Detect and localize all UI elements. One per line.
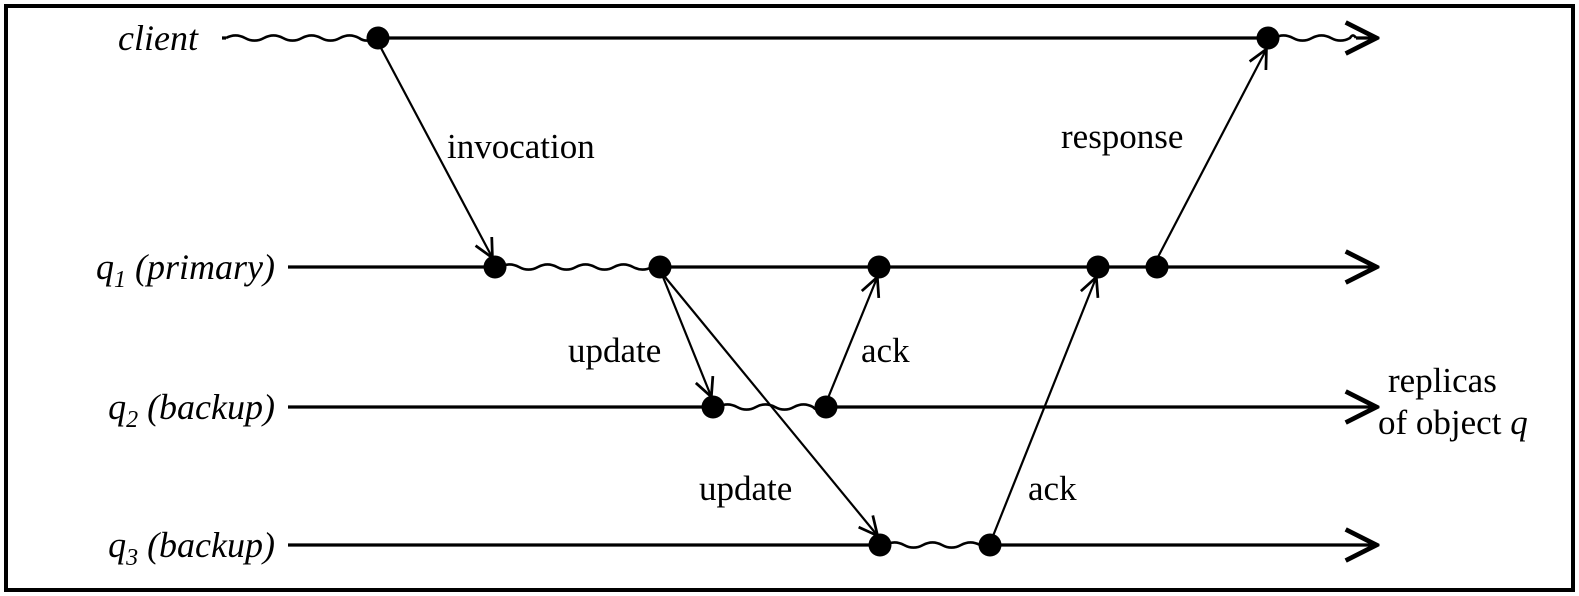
message-label-ack-q2: ack — [861, 331, 910, 370]
wavy-segment-q2-0 — [717, 403, 823, 411]
event-dot-q1-2[interactable] — [648, 255, 672, 279]
message-label-update-q3: update — [699, 469, 792, 508]
message-update-q3: update — [664, 276, 877, 535]
event-dot-q3-1[interactable] — [868, 533, 892, 557]
wavy-segment-client-0 — [225, 34, 375, 42]
message-label-invocation: invocation — [447, 127, 595, 166]
message-arrow-ack-q3[interactable] — [991, 278, 1096, 537]
message-label-ack-q3: ack — [1028, 469, 1077, 508]
figure-border — [4, 4, 1575, 592]
event-dot-q2-1[interactable] — [701, 395, 725, 419]
lifeline-label-client: client — [118, 18, 199, 58]
event-dot-q1-1[interactable] — [483, 255, 507, 279]
lifeline-client: client — [118, 18, 1375, 58]
lifeline-label-q3: q3 (backup) — [108, 525, 275, 571]
side-note-line-2: of object q — [1378, 403, 1528, 442]
event-dot-q1-4[interactable] — [1086, 255, 1110, 279]
message-invocation: invocation — [380, 47, 595, 257]
wavy-segment-client-1 — [1273, 34, 1358, 42]
event-dot-q1-3[interactable] — [867, 255, 891, 279]
messages-group: invocation update update ack ack response — [380, 47, 1266, 537]
lifeline-label-q2: q2 (backup) — [108, 387, 275, 433]
message-ack-q3: ack — [991, 278, 1096, 537]
side-note: replicas of object q — [1378, 361, 1528, 442]
lifeline-q1: q1 (primary) — [96, 247, 1375, 293]
side-note-line-1: replicas — [1388, 361, 1497, 400]
message-label-response: response — [1061, 117, 1183, 156]
event-dot-q2-2[interactable] — [814, 395, 838, 419]
message-response: response — [1061, 50, 1266, 258]
message-label-update-q2: update — [568, 331, 661, 370]
message-ack-q2: ack — [826, 278, 910, 399]
event-dot-q1-5[interactable] — [1145, 255, 1169, 279]
message-arrow-ack-q2[interactable] — [826, 278, 877, 399]
wavy-mask-q2-0 — [718, 400, 822, 414]
event-dot-q3-2[interactable] — [978, 533, 1002, 557]
message-arrow-response[interactable] — [1157, 50, 1266, 258]
message-update-q2: update — [568, 276, 711, 396]
wavy-mask-q3-0 — [885, 538, 986, 552]
event-dot-client-1[interactable] — [366, 26, 390, 50]
message-arrow-update-q2[interactable] — [661, 276, 711, 396]
event-dot-client-2[interactable] — [1256, 26, 1280, 50]
lifeline-q2: q2 (backup) — [108, 387, 1375, 433]
wavy-segment-q1-0 — [499, 263, 658, 271]
lifeline-q3: q3 (backup) — [108, 525, 1375, 571]
lifelines-group: client q1 (primary) q2 (backup) q3 (backup) — [96, 18, 1375, 571]
message-arrow-update-q3[interactable] — [664, 276, 877, 535]
lifeline-label-q1: q1 (primary) — [96, 247, 275, 293]
message-arrow-invocation[interactable] — [380, 47, 492, 257]
